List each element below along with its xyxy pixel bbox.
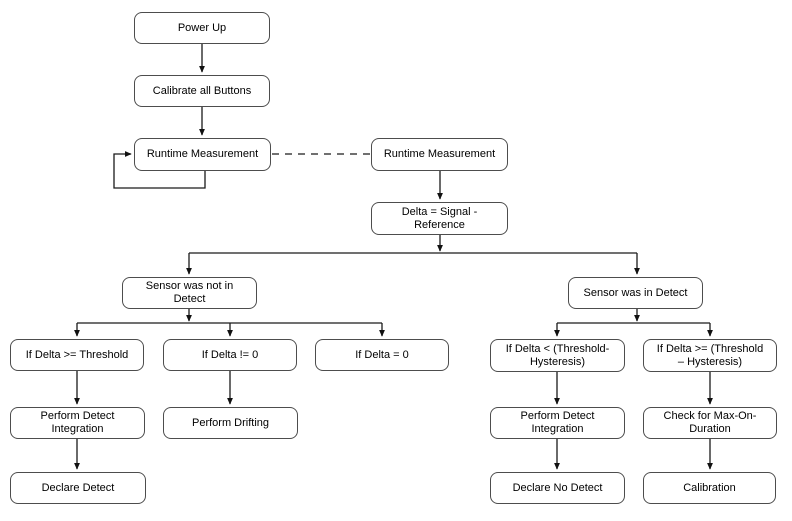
node-sensor-was-in-detect: Sensor was in Detect <box>568 277 703 309</box>
node-power-up: Power Up <box>134 12 270 44</box>
node-if-delta-ge-threshold: If Delta >= Threshold <box>10 339 144 371</box>
node-sensor-was-not-in-detect: Sensor was not in Detect <box>122 277 257 309</box>
node-delta-equals-signal-reference: Delta = Signal - Reference <box>371 202 508 235</box>
node-calibrate-all-buttons: Calibrate all Buttons <box>134 75 270 107</box>
node-declare-no-detect: Declare No Detect <box>490 472 625 504</box>
node-if-delta-ge-threshold-hysteresis: If Delta >= (Threshold – Hysteresis) <box>643 339 777 372</box>
node-check-for-max-on-duration: Check for Max-On- Duration <box>643 407 777 439</box>
node-if-delta-lt-threshold-hysteresis: If Delta < (Threshold- Hysteresis) <box>490 339 625 372</box>
node-declare-detect: Declare Detect <box>10 472 146 504</box>
node-if-delta-ne-0: If Delta != 0 <box>163 339 297 371</box>
node-runtime-measurement-right: Runtime Measurement <box>371 138 508 171</box>
node-if-delta-eq-0: If Delta = 0 <box>315 339 449 371</box>
node-runtime-measurement-left: Runtime Measurement <box>134 138 271 171</box>
node-perform-detect-integration-right: Perform Detect Integration <box>490 407 625 439</box>
self-loop-runtime-measurement <box>113 151 206 189</box>
node-perform-detect-integration-left: Perform Detect Integration <box>10 407 145 439</box>
node-calibration: Calibration <box>643 472 776 504</box>
node-perform-drifting: Perform Drifting <box>163 407 298 439</box>
